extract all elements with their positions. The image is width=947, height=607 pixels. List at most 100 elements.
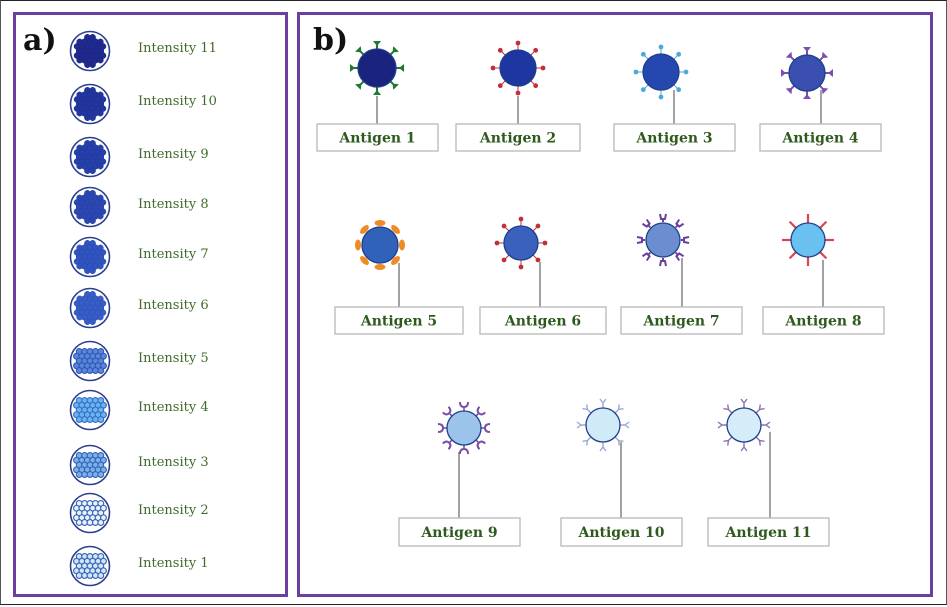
receptor [373, 41, 381, 49]
receptor [475, 439, 486, 450]
receptor [659, 213, 667, 222]
antigen-label: Antigen 6 [504, 314, 581, 330]
receptor [658, 90, 664, 100]
receptor [459, 401, 469, 411]
receptor [755, 436, 765, 446]
receptor [391, 256, 400, 265]
receptor [530, 47, 539, 56]
receptor [355, 80, 365, 90]
receptor [497, 80, 506, 89]
antigen-cell-icon [437, 401, 491, 455]
receptor [497, 47, 506, 56]
antigen-label: Antigen 2 [479, 131, 556, 147]
receptor [659, 258, 667, 267]
intensity-label: Intensity 11 [138, 41, 217, 56]
receptor [459, 445, 469, 455]
bead-cluster-icon [69, 340, 111, 382]
antigen-item: Antigen 1 [316, 41, 439, 152]
receptor [614, 436, 624, 446]
receptor [641, 252, 651, 262]
bead-cluster-icon [69, 236, 111, 278]
receptor [518, 216, 524, 226]
receptor [717, 421, 727, 429]
receptor [681, 236, 690, 244]
antigen-cell-icon [636, 213, 690, 267]
antigen-item: Antigen 11 [707, 398, 830, 547]
panel-a-intensity-legend: a) Intensity 11 Intensity 10 Intensity 9 In… [13, 12, 288, 597]
receptor [582, 404, 592, 414]
intensity-item: Intensity 3 [68, 443, 288, 487]
receptor [819, 220, 828, 229]
receptor [538, 240, 548, 246]
antigen-label-box [316, 123, 439, 152]
intensity-label: Intensity 4 [138, 400, 209, 415]
beads [73, 190, 107, 224]
beads [73, 240, 107, 274]
bead-cluster-icon [69, 186, 111, 228]
receptor [481, 423, 491, 433]
intensity-label: Intensity 10 [138, 94, 217, 109]
bead-cluster-icon [69, 30, 111, 72]
receptor [679, 69, 689, 75]
beads [73, 140, 107, 174]
receptor [723, 404, 733, 414]
antigen-label-box [334, 306, 464, 335]
intensity-label: Intensity 6 [138, 298, 209, 313]
receptor [355, 46, 365, 56]
beads [73, 553, 107, 579]
receptor [437, 423, 447, 433]
antigen-item: Antigen 3 [613, 44, 736, 152]
bead-cluster-icon [69, 492, 111, 534]
receptor [673, 84, 682, 93]
receptor [582, 436, 592, 446]
panel-a-letter: a) [23, 23, 57, 58]
antigen-cell-icon [782, 214, 834, 266]
antigen-label: Antigen 4 [781, 131, 859, 147]
receptor [475, 406, 486, 417]
intensity-item: Intensity 4 [68, 388, 288, 432]
receptor [633, 69, 643, 75]
receptor [781, 69, 789, 77]
receptor [640, 51, 649, 60]
bead-cluster-icon [69, 83, 111, 125]
receptor [389, 46, 399, 56]
receptor [374, 264, 386, 270]
receptor [396, 64, 404, 72]
antigen-item: Antigen 8 [762, 214, 885, 335]
intensity-label: Intensity 9 [138, 147, 209, 162]
antigen-label-box [560, 517, 683, 547]
antigen-label: Antigen 1 [338, 131, 415, 147]
receptor [673, 51, 682, 60]
receptor [675, 252, 685, 262]
receptor [675, 218, 685, 228]
antigen-cell-icon [350, 41, 404, 95]
intensity-item: Intensity 10 [68, 82, 288, 126]
antigen-label-box [620, 306, 743, 335]
intensity-item: Intensity 6 [68, 286, 288, 330]
intensity-label: Intensity 2 [138, 503, 209, 518]
receptor [532, 254, 541, 263]
beads [73, 34, 107, 68]
receptor [599, 442, 607, 452]
receptor [518, 260, 524, 270]
receptor [530, 80, 539, 89]
antigen-item: Antigen 4 [759, 47, 882, 152]
receptor [442, 406, 453, 417]
intensity-label: Intensity 1 [138, 556, 209, 571]
receptor [374, 220, 386, 226]
receptor [536, 65, 546, 71]
beads [73, 291, 107, 325]
receptor [740, 442, 748, 452]
intensity-item: Intensity 2 [68, 491, 288, 535]
panel-b-letter: b) [313, 23, 349, 58]
receptor [761, 421, 771, 429]
receptor [755, 404, 765, 414]
intensity-item: Intensity 1 [68, 544, 288, 588]
antigen-cell-icon [494, 216, 548, 270]
antigen-cell-icon [576, 398, 630, 452]
receptor [355, 239, 361, 251]
intensity-label: Intensity 8 [138, 197, 209, 212]
receptor [819, 251, 828, 260]
intensity-label: Intensity 7 [138, 247, 209, 262]
receptor [819, 85, 829, 95]
